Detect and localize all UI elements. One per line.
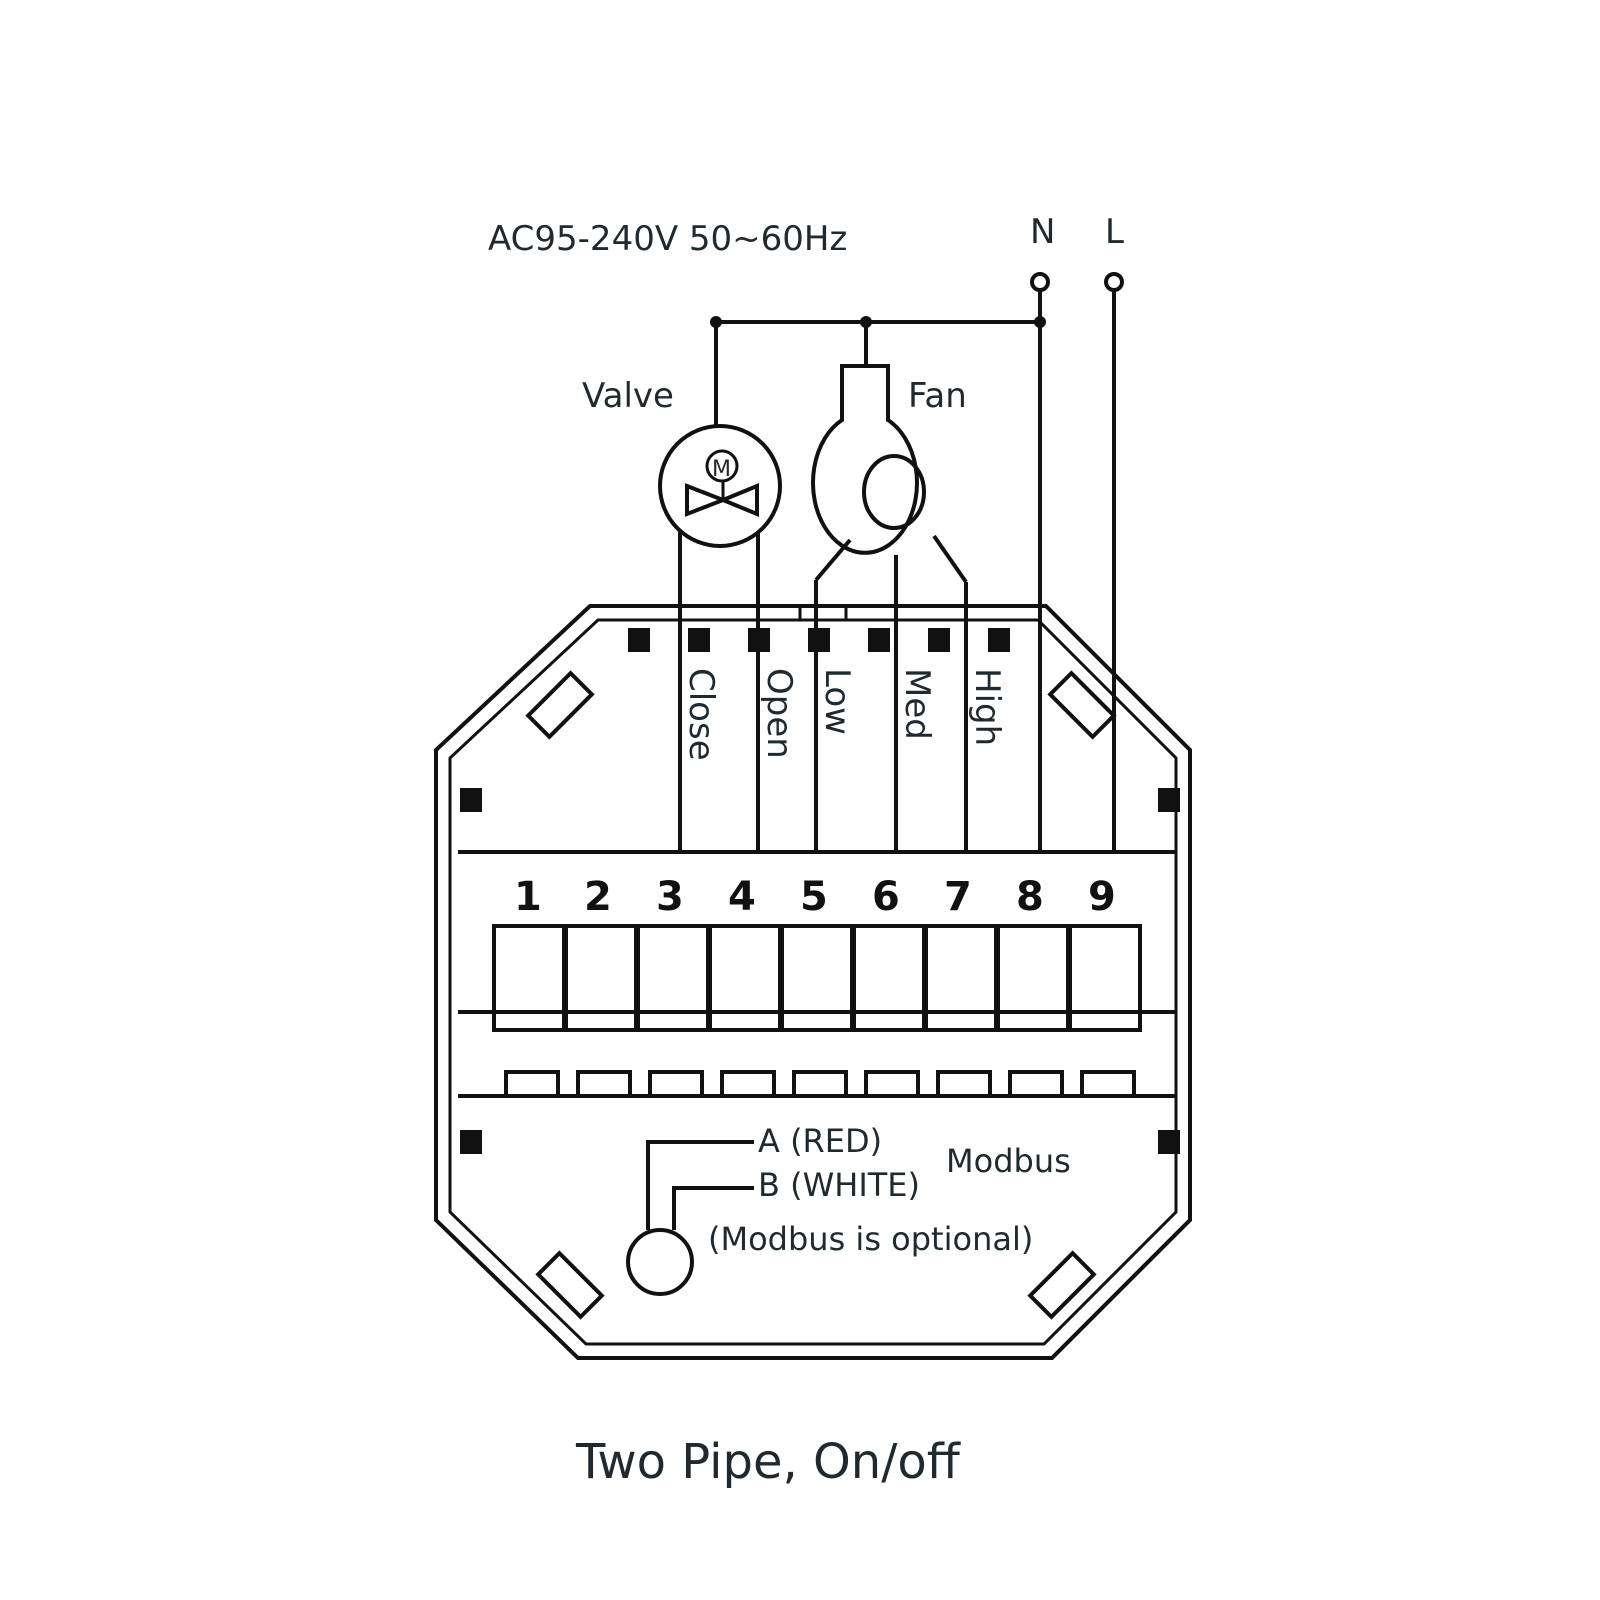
valve-symbol: M bbox=[658, 424, 782, 852]
output-label-med: Med bbox=[897, 668, 937, 740]
terminal-block: 1 2 3 4 5 6 7 8 9 bbox=[458, 850, 1176, 1098]
terminal-clamps bbox=[504, 1070, 1136, 1098]
output-labels: Close Open Low Med High bbox=[681, 668, 1007, 761]
supply-label: AC95-240V 50~60Hz bbox=[488, 219, 847, 259]
terminal-number: 5 bbox=[800, 874, 828, 920]
diagram-caption: Two Pipe, On/off bbox=[575, 1434, 961, 1490]
terminal-number: 2 bbox=[584, 874, 612, 920]
modbus-cable bbox=[626, 1140, 754, 1296]
terminal-numbers: 1 2 3 4 5 6 7 8 9 bbox=[514, 874, 1116, 920]
neutral-label: N bbox=[1030, 212, 1055, 252]
motor-letter: M bbox=[712, 457, 731, 482]
thermostat-housing bbox=[434, 604, 1192, 1360]
terminal-number: 3 bbox=[656, 874, 684, 920]
top-connector-pads bbox=[628, 628, 1010, 652]
neutral-bus bbox=[710, 316, 1046, 426]
output-label-low: Low bbox=[817, 668, 857, 735]
fan-symbol bbox=[811, 364, 968, 852]
mains-terminals bbox=[1030, 272, 1124, 852]
terminal-number: 7 bbox=[944, 874, 972, 920]
terminal-number: 4 bbox=[728, 874, 756, 920]
valve-label: Valve bbox=[582, 376, 674, 416]
modbus-note: (Modbus is optional) bbox=[708, 1220, 1033, 1258]
terminal-number: 9 bbox=[1088, 874, 1116, 920]
terminal-number: 6 bbox=[872, 874, 900, 920]
fan-label: Fan bbox=[908, 376, 967, 416]
output-label-high: High bbox=[967, 668, 1007, 746]
output-label-close: Close bbox=[681, 668, 721, 761]
modbus-b-label: B (WHITE) bbox=[758, 1166, 920, 1204]
modbus-label: Modbus bbox=[946, 1142, 1071, 1180]
terminal-screws bbox=[492, 924, 1142, 1032]
terminal-number: 8 bbox=[1016, 874, 1044, 920]
terminal-number: 1 bbox=[514, 874, 542, 920]
live-label: L bbox=[1105, 212, 1124, 252]
modbus-a-label: A (RED) bbox=[758, 1122, 882, 1160]
output-label-open: Open bbox=[759, 668, 799, 759]
